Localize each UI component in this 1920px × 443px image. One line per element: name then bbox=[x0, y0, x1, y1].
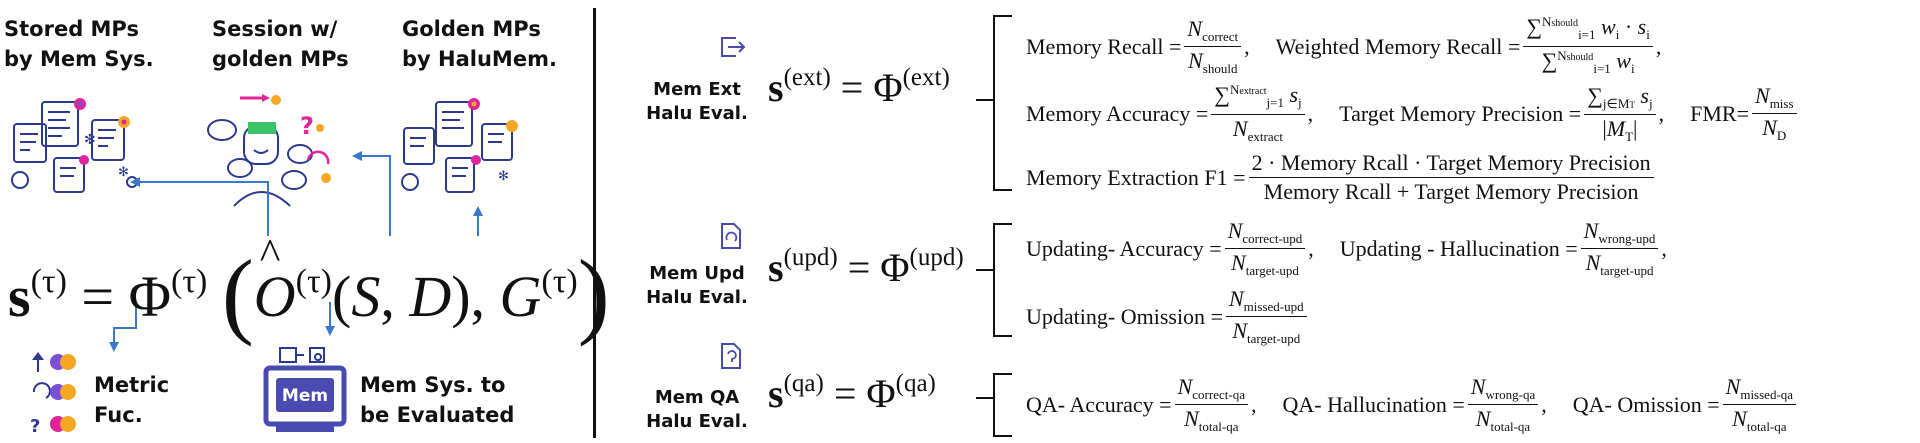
qa-formula: s(qa) = Φ(qa) bbox=[768, 370, 936, 416]
updating-hallucination-label: Updating - Hallucination bbox=[1339, 235, 1560, 261]
qa-icon bbox=[721, 343, 741, 369]
memory-extraction-f1-label: Memory Extraction F1 bbox=[1026, 164, 1228, 190]
fmr-label: FMR bbox=[1690, 100, 1737, 126]
metric-icon: ? bbox=[30, 352, 76, 436]
panel-divider bbox=[593, 8, 596, 438]
qa-accuracy-label: QA- Accuracy bbox=[1026, 391, 1154, 417]
upd-bracket bbox=[976, 223, 1012, 337]
qa-bracket bbox=[976, 373, 1012, 437]
updating-omission-label: Updating- Omission bbox=[1026, 303, 1206, 329]
mem-sys-monitor-icon: Mem bbox=[263, 347, 347, 432]
svg-text:✻: ✻ bbox=[498, 169, 509, 184]
svg-text:✻: ✻ bbox=[118, 165, 129, 180]
qa-omission-label: QA- Omission bbox=[1572, 391, 1702, 417]
golden-mps-documents-icon: ✻ bbox=[401, 98, 518, 193]
qa-eval-label: Mem QA Halu Eval. bbox=[646, 387, 748, 432]
upd-formula: s(upd) = Φ(upd) bbox=[768, 244, 964, 290]
session-title: Session w/ golden MPs bbox=[212, 17, 349, 71]
ext-bracket bbox=[976, 15, 1012, 191]
target-memory-precision-label: Target Memory Precision bbox=[1339, 100, 1564, 126]
ext-line-3: Memory Extraction F1 = 2 · Memory Rcall … bbox=[1026, 150, 1657, 205]
stored-mps-title: Stored MPs by Mem Sys. bbox=[4, 17, 154, 71]
session-person-icon: ? bbox=[207, 94, 331, 207]
upd-eval-label: Mem Upd Halu Eval. bbox=[646, 263, 748, 308]
flow-arrows bbox=[109, 151, 483, 352]
main-formula: s(τ) = Φ(τ) (O^(τ)(S, D), G(τ)) bbox=[8, 230, 610, 347]
update-icon bbox=[721, 223, 741, 249]
svg-text:?: ? bbox=[300, 112, 314, 140]
memory-accuracy-label: Memory Accuracy bbox=[1026, 100, 1191, 126]
mem-sys-label: Mem Sys. to be Evaluated bbox=[360, 373, 515, 427]
ext-formula: s(ext) = Φ(ext) bbox=[768, 64, 950, 110]
stored-mps-documents-icon: ✻ ✻ bbox=[11, 98, 138, 193]
updating-accuracy-label: Updating- Accuracy bbox=[1026, 235, 1204, 261]
svg-text:?: ? bbox=[30, 416, 40, 436]
weighted-memory-recall-label: Weighted Memory Recall bbox=[1275, 33, 1503, 59]
metric-label: Metric Fuc. bbox=[94, 373, 170, 427]
mem-badge: Mem bbox=[282, 386, 328, 406]
memory-recall-label: Memory Recall bbox=[1026, 33, 1164, 59]
svg-text:✻: ✻ bbox=[84, 132, 96, 148]
golden-mps-title: Golden MPs by HaluMem. bbox=[402, 17, 557, 71]
extraction-icon bbox=[721, 37, 746, 57]
ext-eval-label: Mem Ext Halu Eval. bbox=[646, 79, 748, 124]
qa-hallucination-label: QA- Hallucination bbox=[1282, 391, 1447, 417]
